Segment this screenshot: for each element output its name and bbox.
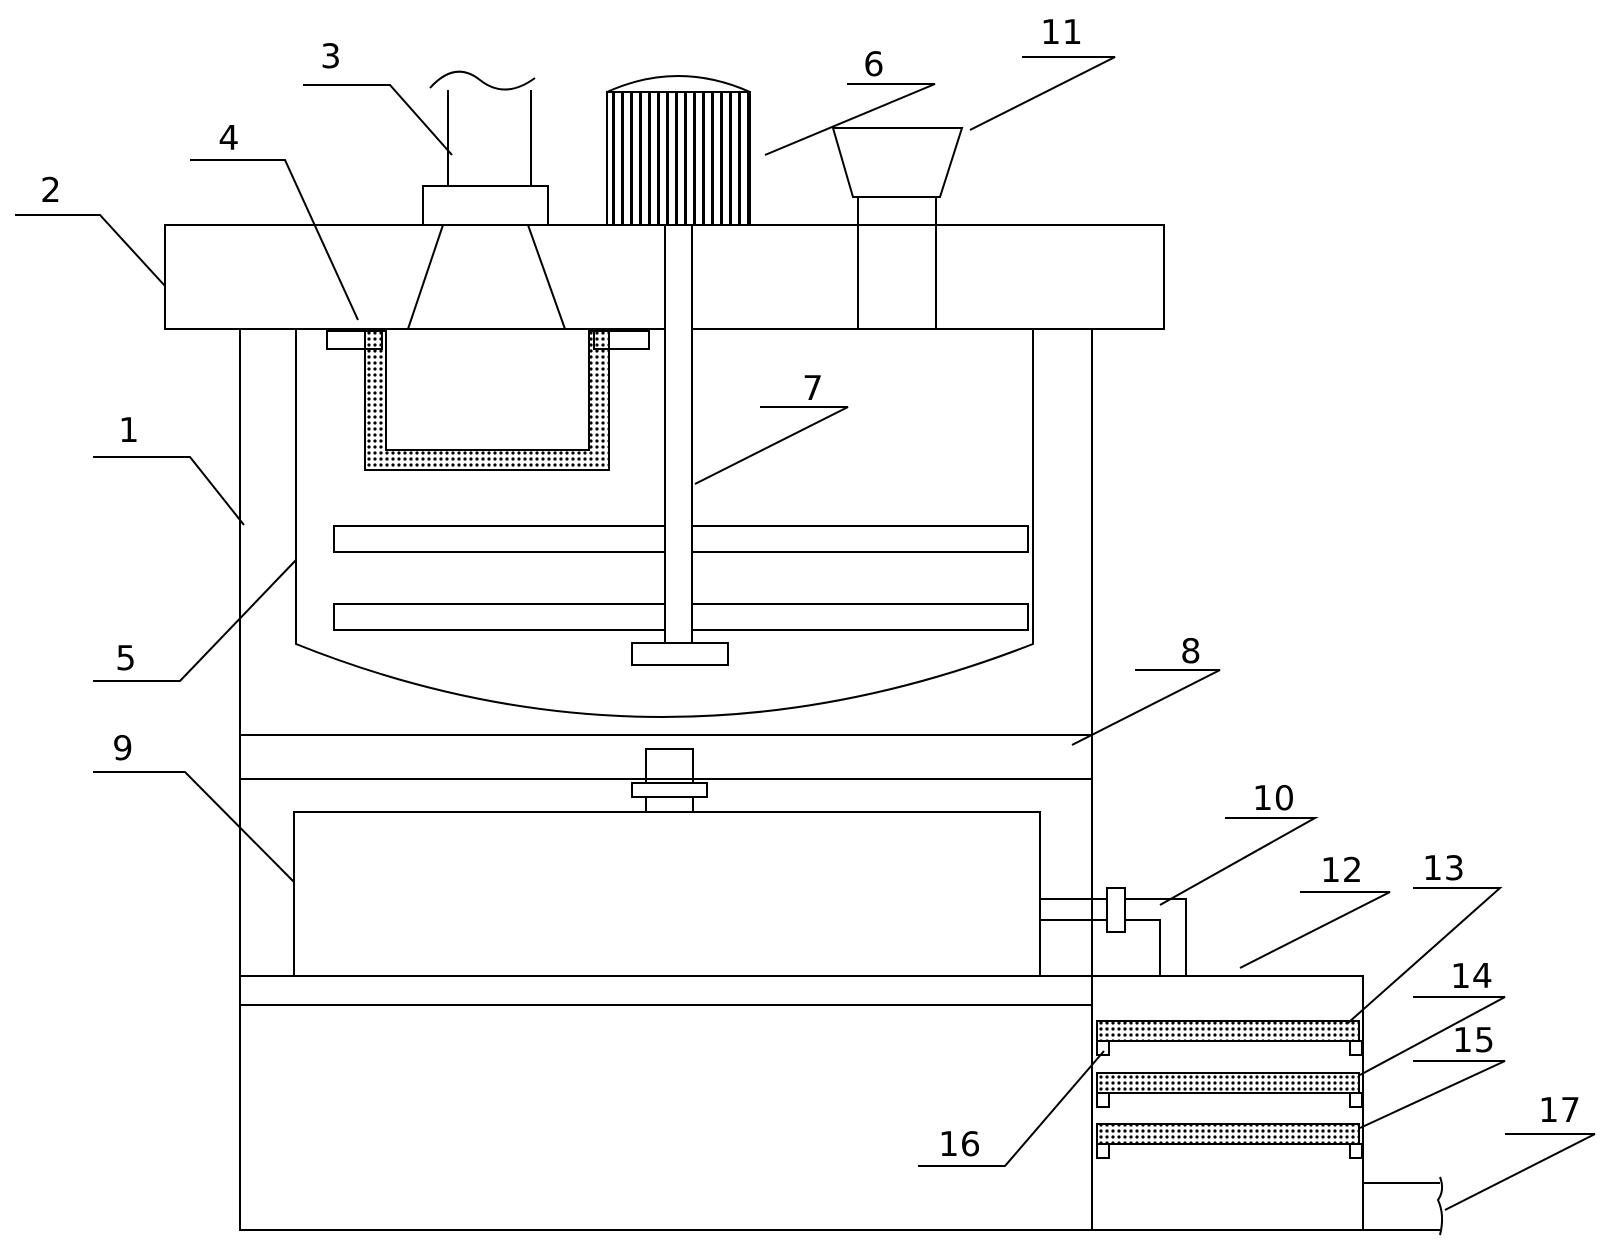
support-plate	[240, 734, 1092, 780]
pipe-elbow	[1125, 898, 1187, 976]
outlet-flange	[631, 782, 708, 798]
support-block	[1349, 1040, 1363, 1056]
label-6: 6	[863, 45, 885, 85]
label-7: 7	[802, 369, 824, 409]
motor	[606, 91, 751, 226]
pipe-valve	[1106, 887, 1126, 933]
basket-bracket-left	[326, 330, 383, 350]
label-3: 3	[320, 37, 342, 77]
support-block	[1349, 1092, 1363, 1108]
filter-layer-15	[1096, 1123, 1360, 1145]
filter-box	[1091, 975, 1364, 1231]
support-block	[1096, 1143, 1110, 1159]
label-14: 14	[1450, 957, 1493, 997]
label-15: 15	[1452, 1021, 1495, 1061]
basket-bracket-right	[593, 330, 650, 350]
shaft-foot	[631, 642, 729, 666]
filter-layer-13	[1096, 1020, 1360, 1042]
label-10: 10	[1252, 779, 1295, 819]
collection-box	[293, 811, 1041, 977]
filter-layer-14	[1096, 1072, 1360, 1094]
label-4: 4	[218, 119, 240, 159]
hopper-tube	[857, 196, 937, 330]
drain-break-line	[1436, 1176, 1444, 1236]
leader-lines	[15, 56, 1596, 1211]
base-shelf	[240, 975, 1092, 1006]
inlet-flange	[422, 185, 549, 226]
label-1: 1	[118, 411, 140, 451]
motor-cap	[606, 75, 751, 93]
support-block	[1096, 1040, 1110, 1056]
pipe-break-line	[429, 70, 536, 91]
label-2: 2	[40, 171, 62, 211]
feed-hopper	[831, 127, 964, 198]
stirring-shaft	[664, 224, 693, 646]
label-17: 17	[1538, 1091, 1581, 1131]
label-12: 12	[1320, 851, 1363, 891]
mixing-tank	[295, 329, 1034, 718]
drain-pipe	[1363, 1182, 1440, 1231]
label-9: 9	[112, 729, 134, 769]
outlet-stub	[645, 796, 694, 813]
outlet-pipe	[645, 748, 694, 784]
support-block	[1096, 1092, 1110, 1108]
connecting-pipe	[1040, 898, 1107, 921]
label-16: 16	[938, 1125, 981, 1165]
inlet-pipe	[447, 90, 532, 186]
filter-basket	[364, 330, 610, 471]
callout-labels: 1 2 3 4 5 6 7 8 9 10 11 12 13 14 15 16 1…	[40, 13, 1581, 1165]
label-8: 8	[1180, 632, 1202, 672]
support-block	[1349, 1143, 1363, 1159]
label-11: 11	[1040, 13, 1083, 53]
label-13: 13	[1422, 849, 1465, 889]
inlet-funnel	[407, 224, 566, 330]
label-5: 5	[115, 639, 137, 679]
